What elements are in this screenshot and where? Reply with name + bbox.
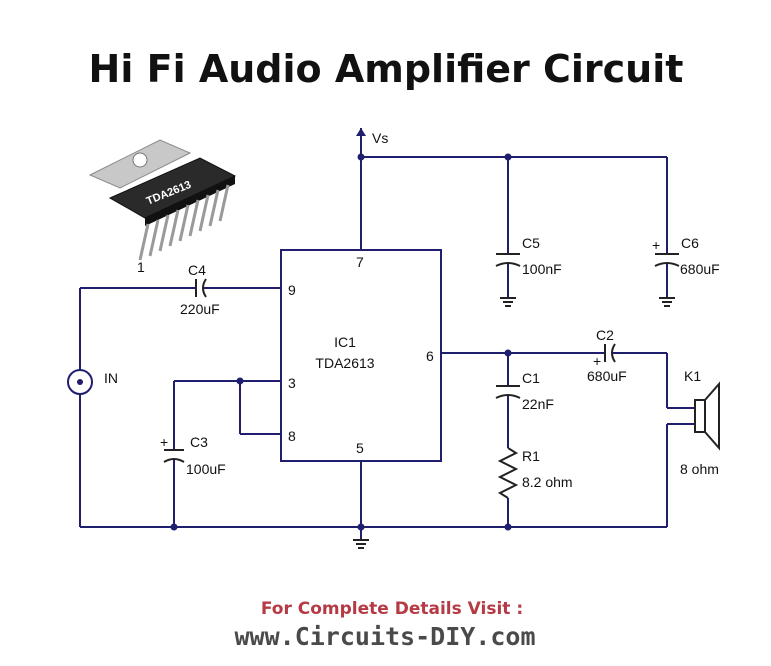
c4-value: 220uF <box>180 301 220 317</box>
ic-pin6-label: 6 <box>426 348 434 364</box>
c2-ref: C2 <box>596 327 614 343</box>
input-label: IN <box>104 370 118 386</box>
k1-value: 8 ohm <box>680 461 719 477</box>
c1-ref: C1 <box>522 370 540 386</box>
r1-ref: R1 <box>522 448 540 464</box>
supply-label: Vs <box>372 130 388 146</box>
c6-value: 680uF <box>680 261 720 277</box>
c2-value: 680uF <box>587 368 627 384</box>
footer-visit-text: For Complete Details Visit : <box>261 599 523 619</box>
footer-url-link[interactable]: www.Circuits-DIY.com <box>234 622 535 651</box>
ground-bus <box>80 461 667 549</box>
ic1-tda2613: 7 9 3 8 6 5 IC1 TDA2613 <box>280 249 442 462</box>
c3-value: 100uF <box>186 461 226 477</box>
c6-polarity: + <box>652 237 660 253</box>
ic-pin3-label: 3 <box>288 375 296 391</box>
c2-polarity: + <box>593 353 601 369</box>
ic-pin9-label: 9 <box>288 282 296 298</box>
input-path: C4 220uF <box>79 262 281 527</box>
c1-value: 22nF <box>522 396 554 412</box>
input-connector: IN <box>67 369 118 395</box>
ic-pin5-label: 5 <box>356 440 364 456</box>
chip-pin1-label: 1 <box>137 259 145 275</box>
c5-value: 100nF <box>522 261 562 277</box>
c6-ref: C6 <box>681 235 699 251</box>
k1-ref: K1 <box>684 368 701 384</box>
feedback-network: + C3 100uF <box>160 377 281 527</box>
supply-node: Vs <box>356 128 667 250</box>
c5-capacitor: C5 100nF <box>495 157 562 307</box>
c3-ref: C3 <box>190 434 208 450</box>
c3-polarity: + <box>160 434 168 450</box>
zobel-network: C1 22nF R1 8.2 ohm <box>495 353 573 527</box>
r1-value: 8.2 ohm <box>522 474 573 490</box>
c4-ref: C4 <box>188 262 206 278</box>
c6-capacitor: + C6 680uF <box>652 157 720 307</box>
c5-ref: C5 <box>522 235 540 251</box>
ic-pin8-label: 8 <box>288 428 296 444</box>
tda2613-chip-illustration: TDA2613 1 <box>88 139 237 275</box>
speaker-k1: K1 8 ohm <box>666 368 720 527</box>
page-title: Hi Fi Audio Amplifier Circuit <box>89 47 684 91</box>
ic-pin7-label: 7 <box>356 254 364 270</box>
output-path: + C2 680uF <box>441 327 668 408</box>
ic-ref: IC1 <box>334 334 356 350</box>
ic-part: TDA2613 <box>315 355 374 371</box>
